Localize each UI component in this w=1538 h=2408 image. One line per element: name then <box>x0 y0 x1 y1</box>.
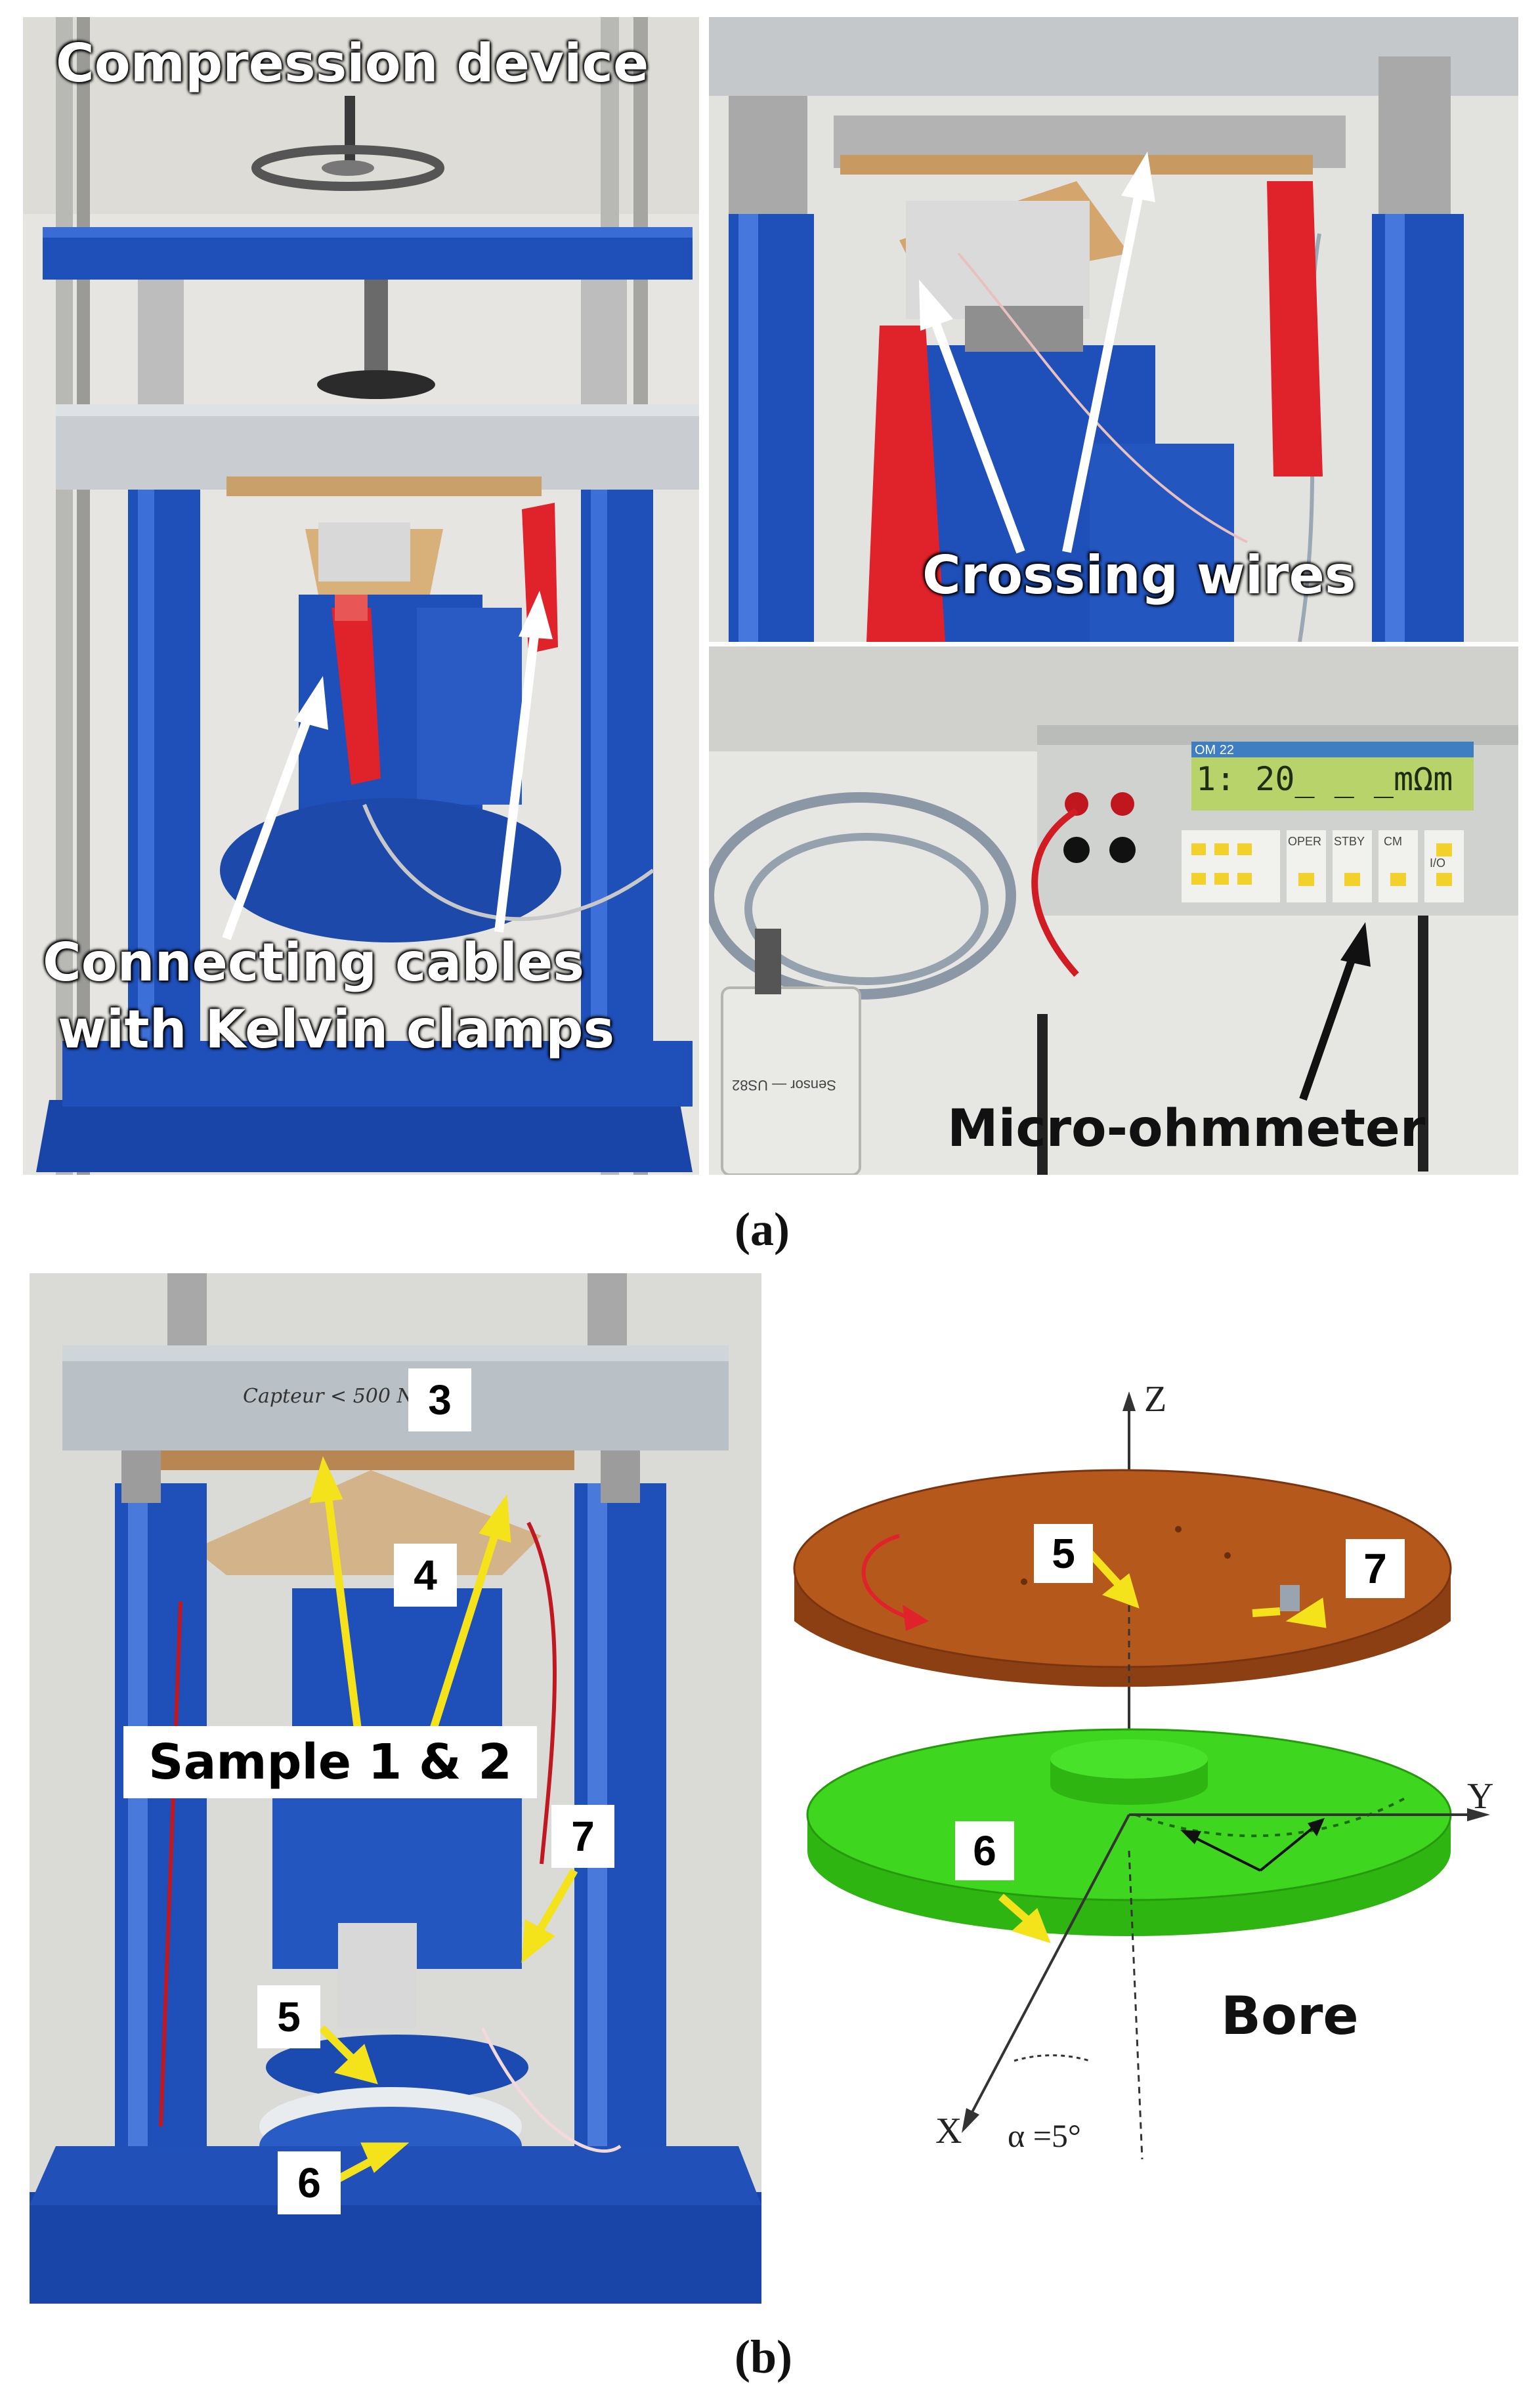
x-axis-label: X <box>935 2111 962 2151</box>
crossing-wires-photo <box>709 17 1518 642</box>
photo-callout-arrows <box>309 1456 578 2183</box>
panel-b-label: (b) <box>735 2331 792 2383</box>
arrow-icon <box>318 2025 378 2084</box>
arrow-icon <box>309 1456 362 1730</box>
arrow-icon <box>429 1494 511 1731</box>
crossing-wire-arrows <box>919 152 1155 554</box>
arrow-icon <box>998 1893 1051 1943</box>
arrow-icon <box>336 2142 410 2183</box>
arrow-icon <box>1299 922 1371 1101</box>
bore-label: Bore <box>1221 1985 1359 2046</box>
micro-ohmmeter-photo <box>709 646 1518 1175</box>
plate-handwritten-note: Capteur < 500 N <box>243 1385 414 1408</box>
angle-label: α =5° <box>1008 2117 1081 2154</box>
keypad-oper-label: OPER <box>1288 835 1322 848</box>
keypad-io-label: I/O <box>1430 856 1446 870</box>
arrow-icon <box>1252 1597 1327 1628</box>
compression-device-photo <box>23 17 699 1175</box>
connecting-cables-caption-line1: Connecting cables <box>43 932 584 993</box>
arrow-icon <box>1062 152 1155 553</box>
micro-ohmmeter-illustration <box>709 646 1518 1175</box>
callout-number-7: 7 <box>551 1805 614 1868</box>
z-axis-label: Z <box>1144 1379 1167 1420</box>
panel-a-label: (a) <box>735 1203 790 1256</box>
diagram-number-7: 7 <box>1346 1539 1405 1598</box>
compression-device-title: Compression device <box>56 33 649 94</box>
arrow-icon <box>521 1868 578 1964</box>
callout-number-3: 3 <box>408 1368 471 1431</box>
callout-number-5: 5 <box>257 1985 320 2048</box>
keypad-stby-label: STBY <box>1334 835 1365 848</box>
keypad-cm-label: CM <box>1384 835 1402 848</box>
diagram-number-6: 6 <box>955 1821 1014 1880</box>
crossing-wires-caption: Crossing wires <box>922 545 1356 606</box>
compression-device-illustration <box>23 17 699 1175</box>
ohmmeter-lcd-reading: 1: 20_ _ _mΩm <box>1196 760 1453 798</box>
sample-label: Sample 1 & 2 <box>123 1726 537 1798</box>
callout-number-4: 4 <box>394 1544 457 1607</box>
ohmmeter-model-label: OM 22 <box>1195 743 1235 757</box>
micro-ohmmeter-caption: Micro-ohmmeter <box>947 1099 1426 1158</box>
disk-coordinate-diagram <box>793 1391 1490 2160</box>
diagram-number-5: 5 <box>1034 1524 1093 1583</box>
arrow-icon <box>222 676 328 940</box>
y-axis-label: Y <box>1467 1776 1494 1817</box>
connecting-cables-caption-line2: with Kelvin clamps <box>58 999 615 1060</box>
rotation-arrow-icon <box>861 1534 910 1620</box>
arrow-icon <box>494 591 553 933</box>
callout-number-6: 6 <box>278 2151 341 2214</box>
arrow-icon <box>919 280 1025 554</box>
kelvin-clamp-arrows <box>222 591 553 940</box>
crossing-wires-illustration <box>709 17 1518 642</box>
ohmmeter-arrow <box>1299 922 1371 1101</box>
